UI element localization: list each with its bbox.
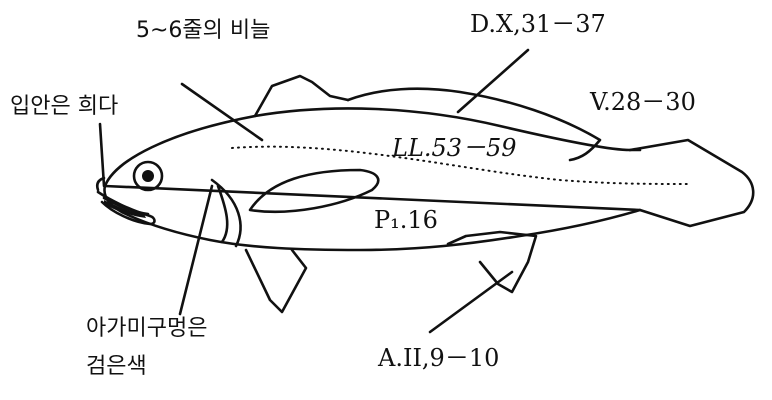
pelvic-fin <box>244 248 308 314</box>
dorsal-fin-spiny <box>253 74 350 118</box>
leader-gill <box>178 184 214 316</box>
eye-pupil <box>142 170 154 182</box>
label-pectoral: P₁.16 <box>374 206 438 234</box>
label-gill-line2: 검은색 <box>86 354 147 379</box>
label-dorsal: D.X,31－37 <box>470 10 606 38</box>
label-scale-rows: 5~6줄의 비늘 <box>136 18 271 43</box>
leader-scale-rows <box>180 82 264 142</box>
mouth-inner <box>102 196 150 216</box>
mouth-dark <box>104 200 146 218</box>
lateral-line <box>231 145 691 185</box>
label-gill-line1: 아가미구멍은 <box>86 316 208 341</box>
label-mouth-inside: 입안은 희다 <box>10 94 119 119</box>
leader-dorsal <box>456 48 530 114</box>
leader-mouth <box>98 122 106 188</box>
anal-fin <box>446 230 538 294</box>
pectoral-fin <box>248 168 380 214</box>
label-lateral-line: LL.53－59 <box>392 134 517 162</box>
eye-outer <box>132 160 164 192</box>
leader-anal <box>428 270 514 334</box>
label-vertebrae: V.28－30 <box>590 88 696 116</box>
dorsal-fin-soft <box>346 87 602 162</box>
body-outline <box>103 107 642 252</box>
tail-fin <box>628 138 755 228</box>
gill-cover <box>210 178 242 248</box>
label-anal: A.II,9－10 <box>378 344 500 372</box>
